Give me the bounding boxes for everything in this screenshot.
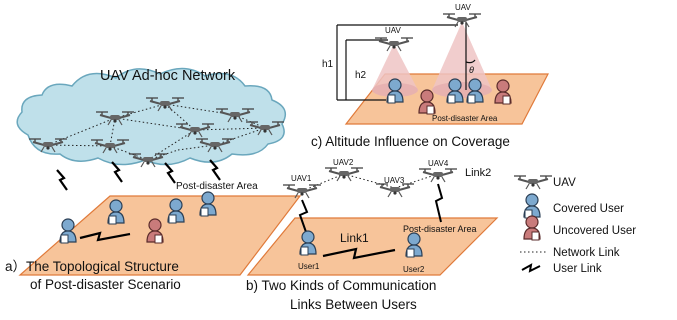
- user-link-icon: [208, 158, 222, 182]
- network-links-a: [47, 103, 266, 161]
- uav2-label: UAV2: [333, 158, 354, 167]
- caption-a-line1: a）The Topological Structure: [5, 259, 179, 274]
- legend-network-link: Network Link: [553, 247, 620, 259]
- user-link-icon: [79, 231, 131, 242]
- h2-label: h2: [355, 70, 367, 81]
- legend-uncovered-user: Uncovered User: [553, 225, 636, 237]
- network-links-b: [301, 173, 439, 192]
- coverage-beam-low: [372, 44, 418, 90]
- uav-network-cloud: [16, 67, 287, 166]
- area-label-c: Post-disaster Area: [432, 114, 498, 123]
- uav-icon: [324, 167, 364, 182]
- legend-user-link: User Link: [553, 263, 602, 275]
- user2-label: User2: [403, 265, 425, 274]
- coverage-beam-high: [432, 22, 492, 90]
- uav-top-label: UAV: [455, 3, 472, 12]
- network-title: UAV Ad-hoc Network: [100, 68, 236, 84]
- uav-low-label: UAV: [385, 26, 402, 35]
- user-link-icon: [163, 161, 177, 185]
- link2-label: Link2: [465, 167, 491, 179]
- area-label-a: Post-disaster Area: [176, 181, 258, 192]
- legend: UAV Covered User Uncovered User Network …: [513, 175, 636, 275]
- h1-label: h1: [322, 59, 334, 70]
- uav-icon: [375, 183, 415, 198]
- uav3-label: UAV3: [384, 176, 405, 185]
- panel-a: UAV Ad-hoc Network Post-disast: [5, 67, 302, 292]
- uav-icon: [418, 168, 458, 183]
- theta-label: θ: [469, 65, 474, 75]
- uncovered-user-icon: [523, 215, 541, 241]
- lightning-link-icon: [521, 263, 541, 273]
- covered-user-icon: [523, 193, 541, 219]
- caption-c: c) Altitude Influence on Coverage: [311, 134, 510, 149]
- panel-c: h1 h2 θ UAV UAV Post-disaster Area c) Al…: [311, 3, 549, 149]
- caption-b-line2: Links Between Users: [290, 297, 417, 312]
- uav1-label: UAV1: [291, 174, 312, 183]
- user-link-icon: [55, 168, 69, 192]
- area-label-b: Post-disaster Area: [403, 224, 477, 234]
- user1-label: User1: [298, 262, 320, 271]
- user-link-icon: [434, 183, 444, 223]
- link1-label: Link1: [340, 231, 369, 245]
- caption-b-line1: b) Two Kinds of Communication: [246, 278, 436, 293]
- uav-icon: [513, 175, 553, 190]
- uav4-label: UAV4: [428, 159, 449, 168]
- legend-uav: UAV: [553, 177, 576, 189]
- legend-covered-user: Covered User: [553, 203, 624, 215]
- caption-a-line2: of Post-disaster Scenario: [30, 277, 181, 292]
- panel-b: UAV1 UAV2 UAV3 UAV4 Link2 Link1 Post-dis…: [246, 158, 499, 312]
- user-link-icon: [298, 199, 309, 233]
- user-link-icon: [322, 247, 396, 260]
